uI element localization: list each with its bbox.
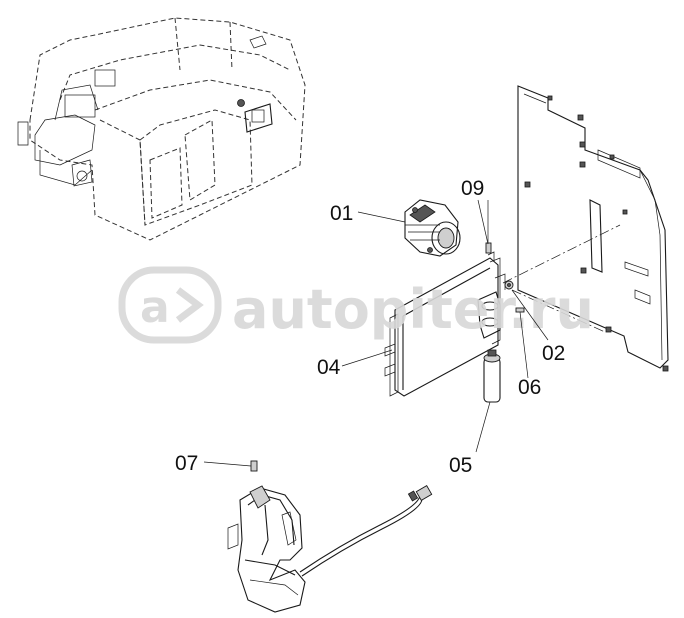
excavator-cab xyxy=(17,17,306,241)
condenser xyxy=(384,251,506,397)
label-04: 04 xyxy=(317,356,341,379)
bolt-07 xyxy=(250,460,258,472)
nut-02 xyxy=(504,280,514,290)
bolt-09 xyxy=(485,200,492,254)
mounting-panel xyxy=(517,85,669,372)
leader-lines xyxy=(203,199,549,467)
part-labels: 01 09 02 04 06 05 07 xyxy=(175,177,565,477)
receiver-drier xyxy=(483,349,501,403)
label-02: 02 xyxy=(542,342,565,365)
label-07: 07 xyxy=(175,452,198,475)
watermark-text: autopiter.ru xyxy=(232,278,594,341)
compressor xyxy=(404,199,461,257)
label-05: 05 xyxy=(449,454,472,477)
label-01: 01 xyxy=(330,202,353,225)
alignment-lines xyxy=(502,224,621,333)
label-06: 06 xyxy=(518,376,541,399)
watermark: a autopiter.ru xyxy=(118,266,594,344)
label-09: 09 xyxy=(461,177,484,200)
svg-text:a: a xyxy=(140,282,170,333)
a-arrow-logo-icon: a xyxy=(118,266,222,344)
blower-duct xyxy=(227,485,433,613)
